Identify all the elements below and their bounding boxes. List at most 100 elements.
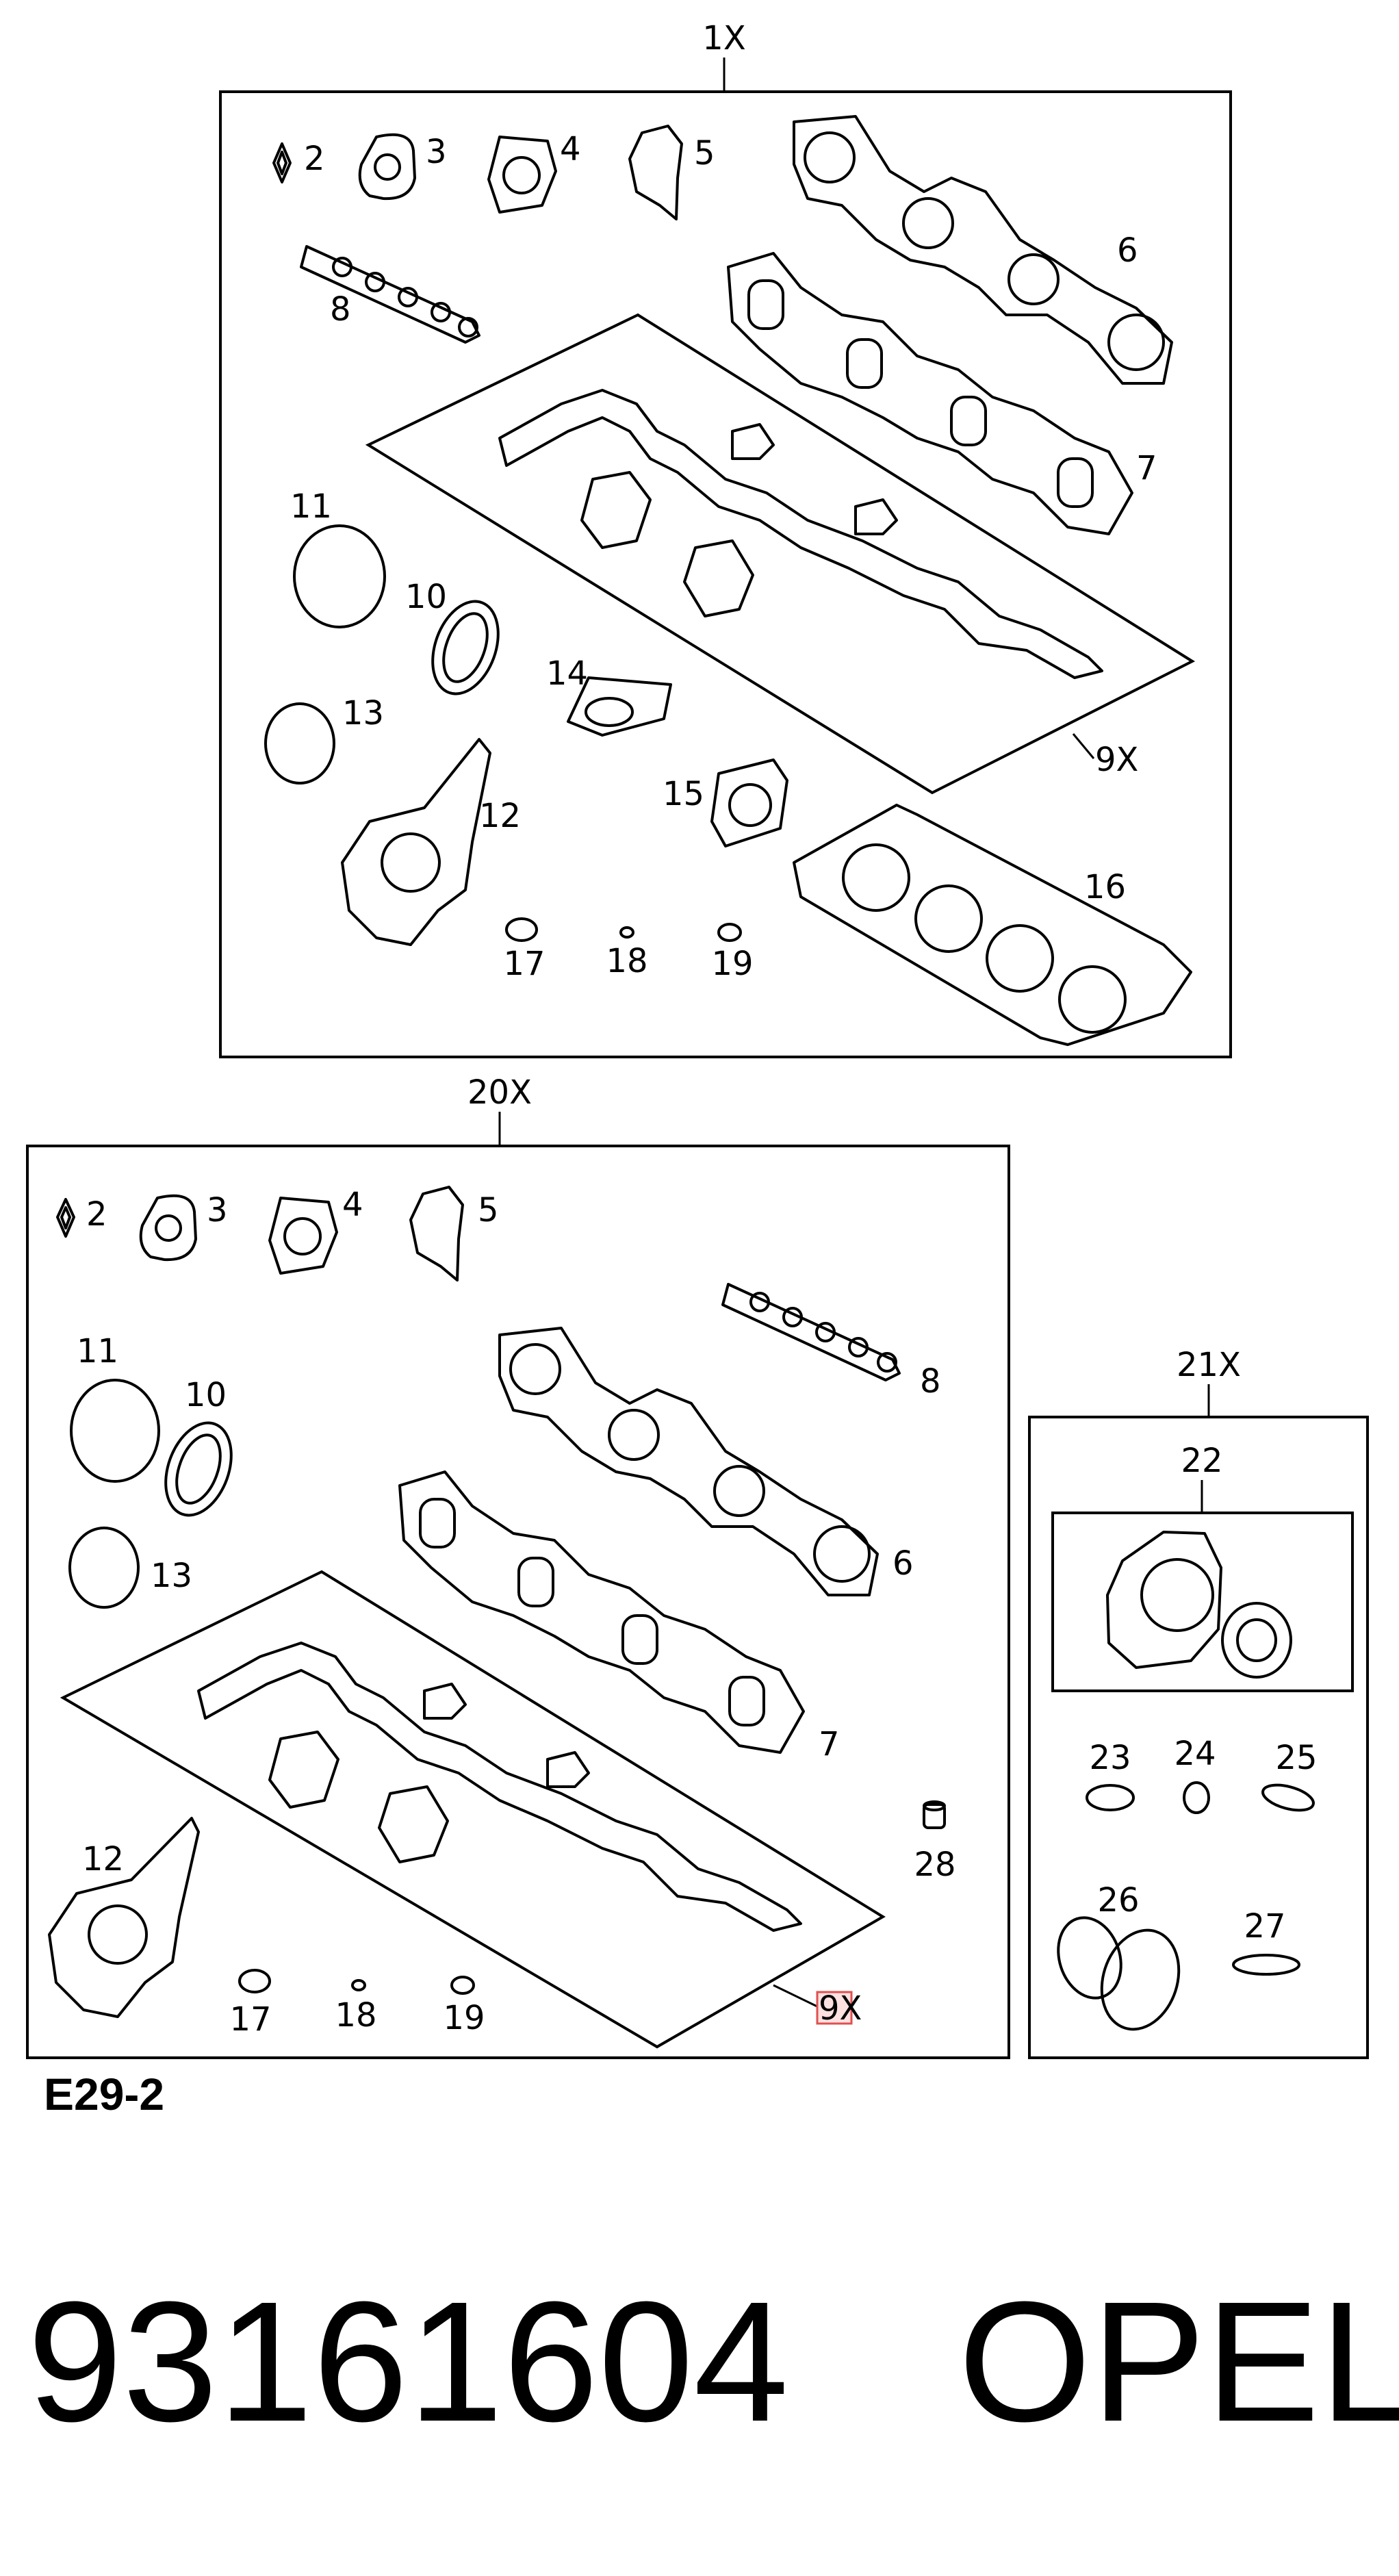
callout-19: 19 [711, 945, 753, 983]
callout-18: 18 [335, 1996, 376, 2035]
part-8-ring [458, 317, 478, 337]
part-15-hole [728, 783, 772, 827]
rear-seal-ring [1221, 1602, 1292, 1679]
cover-seal [683, 539, 754, 617]
callout-14: 14 [546, 654, 588, 693]
part-12-gasket [341, 738, 491, 946]
callout-16: 16 [1084, 868, 1126, 906]
rocker-cover-gasket [498, 389, 1103, 679]
part-16-bore [986, 924, 1054, 993]
part-6-port [813, 1525, 871, 1583]
part-19-oring [450, 1976, 475, 1995]
callout-3: 3 [207, 1191, 228, 1229]
part-8-strip [300, 245, 480, 344]
part-7-port [621, 1614, 658, 1665]
subkit-leader [773, 1984, 819, 2008]
part-23-oring [1086, 1784, 1135, 1811]
kit-1x-subkit-frame [365, 313, 1196, 795]
callout-17: 17 [503, 945, 545, 983]
rocker-cover-gasket [197, 1642, 802, 1932]
part-18-oring [619, 926, 634, 939]
diagram-code: E29-2 [44, 2069, 164, 2119]
callout-10: 10 [405, 578, 447, 616]
callout-4: 4 [342, 1186, 363, 1224]
part-18-oring [351, 1979, 366, 1991]
part-3-hole [155, 1214, 182, 1242]
part-7-port [1057, 457, 1094, 508]
part-8-ring [877, 1352, 897, 1373]
part-7-gasket [727, 252, 1133, 535]
kit-20x-label: 20X [467, 1073, 532, 1112]
part-8-ring [815, 1322, 836, 1342]
part-16-bore [1058, 965, 1127, 1034]
part-8-ring [332, 257, 352, 277]
part-6-port [1007, 253, 1060, 305]
part-16-head-gasket [793, 804, 1192, 1046]
part-11-oring [70, 1379, 160, 1483]
part-2-gasket [272, 142, 292, 183]
callout-5: 5 [478, 1191, 499, 1229]
kit-21x-frame [1028, 1416, 1369, 2059]
part-27-oring [1232, 1954, 1300, 1976]
callout-18: 18 [606, 942, 647, 980]
plug-seal [546, 1751, 590, 1788]
part-4-hole [283, 1217, 322, 1255]
callout-2: 2 [86, 1195, 107, 1234]
part-8-ring [431, 302, 451, 322]
callout-25: 25 [1275, 1739, 1317, 1777]
part-8-ring [848, 1337, 869, 1357]
kit-21x: 21X 22 23 24 25 26 27 [1028, 1346, 1369, 2059]
part-24-oring [1183, 1781, 1210, 1814]
subkit-leader [1072, 733, 1095, 759]
part-14-hole [585, 697, 634, 727]
subkit-22-label: 22 [1181, 1442, 1222, 1480]
callout-27: 27 [1244, 1907, 1285, 1946]
cover-seal [378, 1785, 449, 1863]
part-11-oring [293, 524, 386, 628]
part-6-port [509, 1343, 561, 1395]
plug-seal [423, 1683, 467, 1720]
part-6-port [902, 197, 954, 249]
part-6-gasket [498, 1327, 879, 1596]
rear-seal-ring-inner [1236, 1618, 1277, 1662]
callout-9x: 9X [1095, 741, 1138, 779]
part-6-port [1107, 314, 1165, 371]
callout-19: 19 [443, 1999, 485, 2037]
part-7-port [419, 1498, 456, 1548]
callout-15: 15 [663, 775, 704, 813]
part-5-gasket [409, 1186, 464, 1281]
part-28-seal-top [923, 1800, 946, 1811]
cover-seal [268, 1731, 339, 1809]
part-5-gasket [628, 125, 683, 220]
part-8-ring [398, 287, 418, 307]
callout-3: 3 [426, 133, 447, 171]
part-25-oring [1261, 1783, 1315, 1812]
part-4-gasket [268, 1197, 338, 1275]
part-8-ring [749, 1292, 770, 1312]
callout-26: 26 [1097, 1881, 1139, 1920]
part-7-port [747, 279, 784, 330]
callout-13: 13 [342, 694, 384, 732]
part-8-ring [782, 1307, 803, 1327]
callout-5: 5 [694, 134, 715, 173]
cover-seal [580, 471, 652, 549]
part-12-port [381, 832, 441, 893]
callout-6: 6 [893, 1544, 914, 1583]
callout-13: 13 [151, 1557, 192, 1595]
part-10-gasket [164, 1421, 233, 1517]
plug-seal [731, 423, 775, 460]
part-14-gasket [567, 676, 672, 737]
callout-28: 28 [914, 1846, 955, 1884]
part-12-port [88, 1904, 148, 1965]
part-4-gasket [487, 136, 557, 214]
kit-1x-label: 1X [702, 19, 745, 58]
part-7-gasket [398, 1470, 805, 1754]
kit-1x: 1X 2 3 4 5 6 7 [219, 19, 1232, 1058]
part-4-hole [502, 156, 541, 194]
callout-9x-highlight [816, 1991, 853, 2025]
callout-4: 4 [560, 130, 581, 168]
plug-seal [854, 498, 898, 535]
part-8-ring [365, 272, 385, 292]
rear-seal-bore [1140, 1558, 1214, 1632]
part-7-port [950, 396, 987, 446]
